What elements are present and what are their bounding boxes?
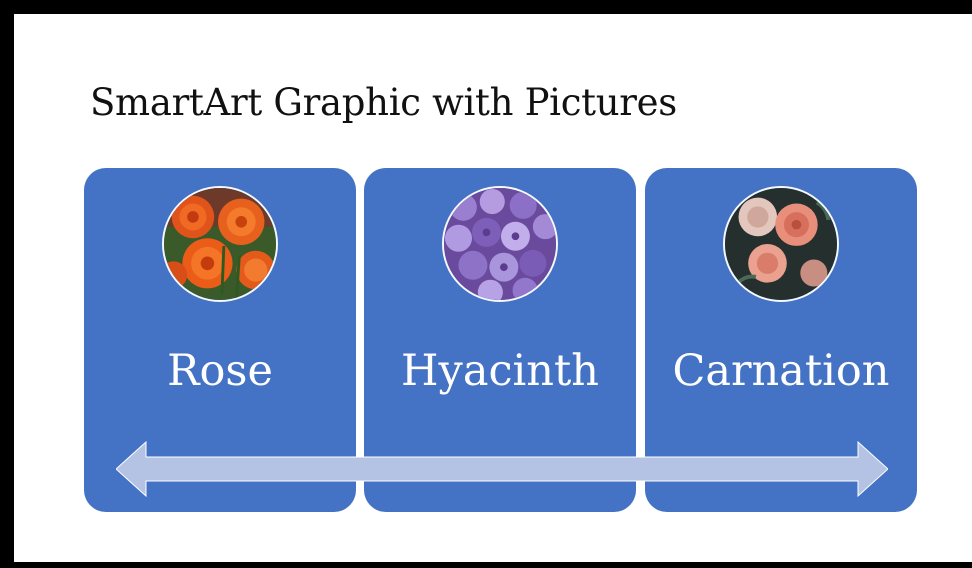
card-label-carnation[interactable]: Carnation [645,344,917,398]
double-headed-arrow-icon[interactable] [116,440,888,498]
carnation-image-icon [725,188,837,300]
card-label-rose[interactable]: Rose [84,344,356,398]
rose-image-icon [164,188,276,300]
slide-title[interactable]: SmartArt Graphic with Pictures [90,80,677,126]
hyacinth-picture[interactable] [442,186,558,302]
carnation-picture[interactable] [723,186,839,302]
rose-picture[interactable] [162,186,278,302]
card-label-hyacinth[interactable]: Hyacinth [364,344,636,398]
hyacinth-image-icon [444,188,556,300]
